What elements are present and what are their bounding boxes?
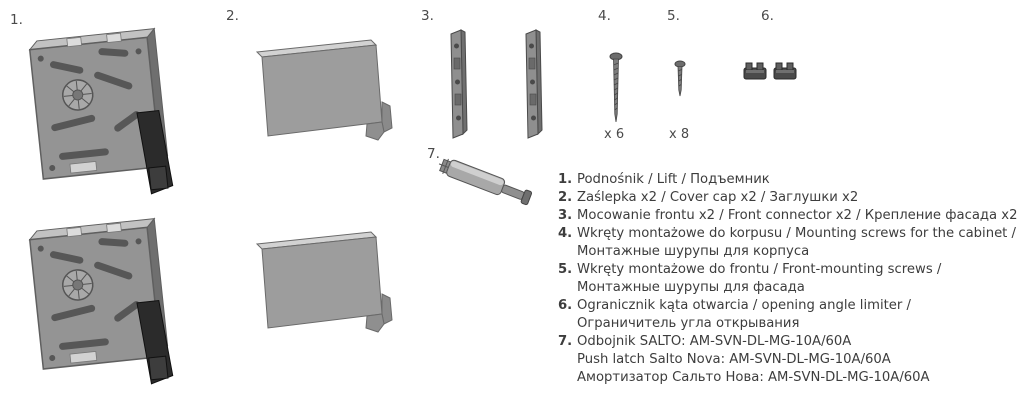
legend-item-text: Wkręty montażowe do korpusu / Mounting s… — [577, 226, 1016, 259]
callout-6: 6. — [761, 8, 774, 24]
front-connector-drawing — [525, 29, 543, 139]
cover-cap-illustration-1 — [247, 36, 395, 151]
front-screw-illustration — [673, 60, 687, 102]
lift-mechanism-drawing — [28, 217, 174, 385]
angle-limiter-illustration-2 — [772, 60, 798, 82]
legend-item-text: Odbojnik SALTO: AM-SVN-DL-MG-10A/60A Pus… — [577, 334, 930, 385]
callout-1: 1. — [10, 12, 23, 28]
legend-item-number: 2. — [558, 190, 573, 205]
front-connector-illustration-2 — [521, 28, 545, 140]
legend-item-text: Wkręty montażowe do frontu / Front-mount… — [577, 262, 942, 295]
callout-4: 4. — [598, 8, 611, 24]
front-screw-count: x 8 — [669, 127, 690, 142]
legend-item-number: 1. — [558, 172, 573, 187]
callout-3: 3. — [421, 8, 434, 24]
front-connector-illustration-1 — [446, 28, 470, 140]
cabinet-screw-count: x 6 — [604, 127, 625, 142]
legend-item-5: 5. Wkręty montażowe do frontu / Front-mo… — [558, 261, 1020, 297]
lift-mechanism-illustration-2 — [25, 210, 190, 400]
lift-mechanism-illustration-1 — [25, 20, 190, 210]
legend-item-1: 1. Podnośnik / Lift / Подъемник — [558, 171, 1020, 189]
cabinet-screw-illustration — [608, 52, 624, 126]
legend-item-6: 6. Ogranicznik kąta otwarcia / opening a… — [558, 297, 1020, 333]
legend-item-text: Ogranicznik kąta otwarcia / opening angl… — [577, 298, 911, 331]
front-connector-drawing — [450, 29, 468, 139]
angle-limiter-drawing — [773, 62, 797, 80]
cover-cap-illustration-2 — [247, 228, 395, 343]
cover-cap-drawing — [255, 39, 393, 141]
legend-item-number: 3. — [558, 208, 573, 223]
legend-item-number: 4. — [558, 226, 573, 241]
callout-2: 2. — [226, 8, 239, 24]
legend-item-text: Mocowanie frontu x2 / Front connector x2… — [577, 208, 1018, 223]
lift-mechanism-drawing — [28, 27, 174, 195]
parts-legend: 1. Podnośnik / Lift / Подъемник 2. Zaśle… — [558, 171, 1020, 387]
legend-item-number: 6. — [558, 298, 573, 313]
legend-item-7: 7. Odbojnik SALTO: AM-SVN-DL-MG-10A/60A … — [558, 333, 1020, 387]
legend-item-text: Podnośnik / Lift / Подъемник — [577, 172, 770, 187]
legend-item-text: Zaślepka x2 / Cover cap x2 / Заглушки x2 — [577, 190, 859, 205]
legend-item-3: 3. Mocowanie frontu x2 / Front connector… — [558, 207, 1020, 225]
angle-limiter-drawing — [743, 62, 767, 80]
legend-item-number: 7. — [558, 334, 573, 349]
legend-item-4: 4. Wkręty montażowe do korpusu / Mountin… — [558, 225, 1020, 261]
callout-5: 5. — [667, 8, 680, 24]
long-screw-drawing — [609, 52, 623, 123]
push-latch-illustration — [438, 155, 543, 227]
callout-7: 7. — [427, 146, 440, 162]
cover-cap-drawing — [255, 231, 393, 333]
legend-item-number: 5. — [558, 262, 573, 277]
short-screw-drawing — [674, 60, 686, 97]
angle-limiter-illustration-1 — [742, 60, 768, 82]
push-latch-drawing — [438, 158, 533, 206]
legend-item-2: 2. Zaślepka x2 / Cover cap x2 / Заглушки… — [558, 189, 1020, 207]
